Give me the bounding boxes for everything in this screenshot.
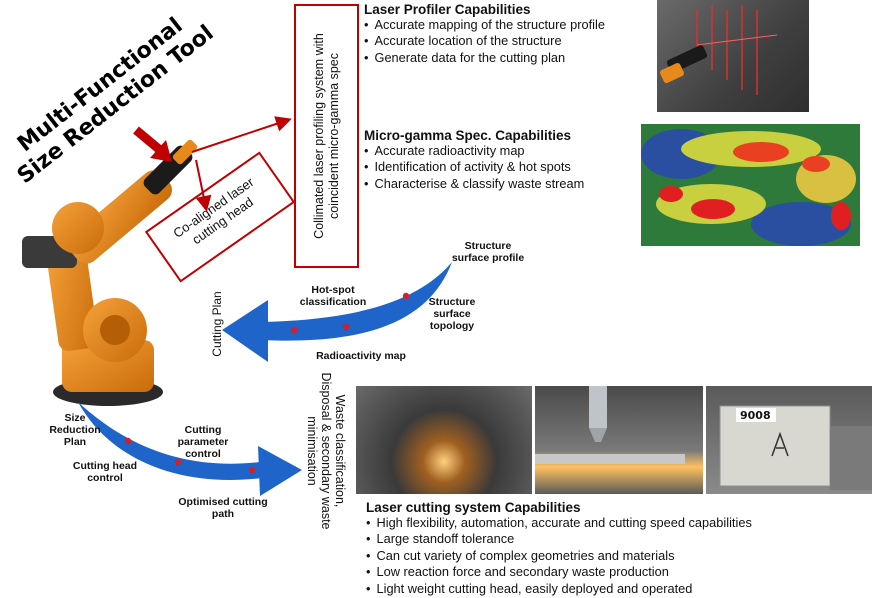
optimised-cutting-path-label: Optimised cutting path <box>178 496 268 520</box>
waste-container-photo: 9008 <box>706 386 872 494</box>
waste-classification-label: Waste classification, Disposal & seconda… <box>305 372 347 530</box>
hotspot-classification-label: Hot-spot classification <box>299 284 367 308</box>
laser-profiler-title: Laser Profiler Capabilities <box>364 2 531 17</box>
laser-profiler-item: Accurate location of the structure <box>364 33 654 49</box>
radioactivity-heatmap-image <box>641 124 860 246</box>
microgamma-item: Accurate radioactivity map <box>364 143 639 159</box>
laser-cutting-item: High flexibility, automation, accurate a… <box>366 515 836 531</box>
flow-node <box>402 292 410 300</box>
microgamma-item: Identification of activity & hot spots <box>364 159 639 175</box>
size-reduction-plan-label: Size Reduction Plan <box>49 412 101 448</box>
container-number-label: 9008 <box>740 409 771 422</box>
laser-cutting-item: Can cut variety of complex geometries an… <box>366 548 836 564</box>
collimated-laser-box: Collimated laser profiling system with c… <box>294 4 359 268</box>
cutting-head-control-label: Cutting head control <box>72 460 138 484</box>
microgamma-title: Micro-gamma Spec. Capabilities <box>364 128 572 143</box>
connector-to-cutting-head <box>195 159 212 212</box>
laser-cutting-item: Low reaction force and secondary waste p… <box>366 564 836 580</box>
cutting-parameter-control-label: Cutting parameter control <box>177 424 229 460</box>
laser-cutting-item: Large standoff tolerance <box>366 531 836 547</box>
laser-profiler-photo <box>657 0 809 112</box>
laser-cutting-title: Laser cutting system Capabilities <box>366 500 581 515</box>
laser-profiler-item: Generate data for the cutting plan <box>364 50 654 66</box>
structure-surface-profile-label: Structure surface profile <box>451 240 525 264</box>
laser-profiler-item: Accurate mapping of the structure profil… <box>364 17 654 33</box>
laser-cutting-photo-2 <box>535 386 703 494</box>
upper-flow-arrow <box>222 262 452 362</box>
structure-surface-topology-label: Structure surface topology <box>428 296 476 332</box>
laser-cutting-section: Laser cutting system Capabilities High f… <box>366 500 836 597</box>
laser-profiler-section: Laser Profiler Capabilities Accurate map… <box>364 2 654 66</box>
connector-to-laser-box <box>191 116 292 153</box>
flow-node <box>342 323 350 331</box>
laser-cutting-item: Light weight cutting head, easily deploy… <box>366 581 836 597</box>
microgamma-section: Micro-gamma Spec. Capabilities Accurate … <box>364 128 639 192</box>
flow-node <box>174 458 182 466</box>
radioactivity-map-label: Radioactivity map <box>316 350 406 362</box>
microgamma-item: Characterise & classify waste stream <box>364 176 639 192</box>
laser-cutting-photo-1 <box>356 386 532 494</box>
lower-flow-arrow <box>78 402 302 496</box>
flow-node <box>290 326 298 334</box>
red-pointer-arrow <box>133 126 163 154</box>
industrial-robot-image <box>22 139 198 406</box>
cutting-plan-label: Cutting Plan <box>210 291 224 357</box>
flow-node <box>124 437 132 445</box>
flow-node <box>248 466 256 474</box>
